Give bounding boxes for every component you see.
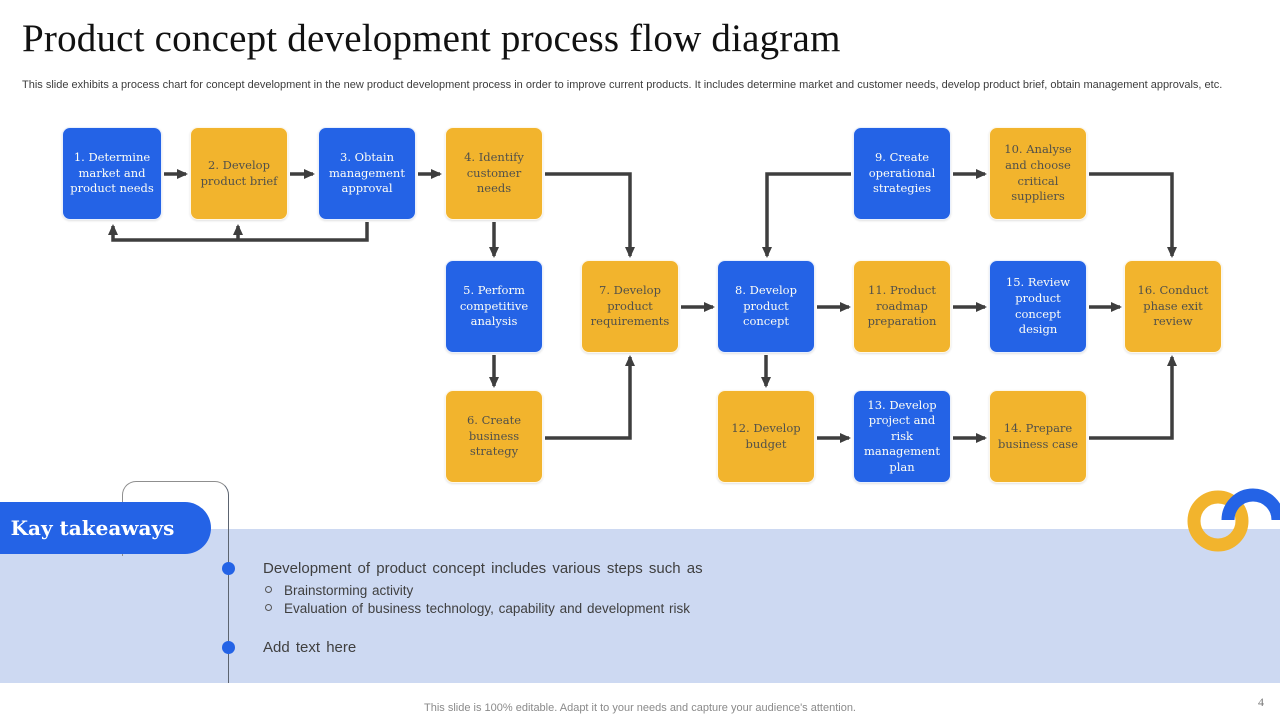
flow-step-1[interactable]: 1. Determine market and product needs bbox=[62, 127, 162, 220]
takeaway-item: Add text here bbox=[263, 639, 357, 656]
bullet-dot-icon bbox=[222, 641, 235, 654]
logo-blue-arc-icon bbox=[1221, 488, 1280, 521]
flow-step-5[interactable]: 5. Perform competitive analysis bbox=[445, 260, 543, 353]
flow-step-10[interactable]: 10. Analyse and choose critical supplier… bbox=[989, 127, 1087, 220]
bullet-dot-icon bbox=[222, 562, 235, 575]
flow-step-14[interactable]: 14. Prepare business case bbox=[989, 390, 1087, 483]
takeaway-subitem: Evaluation of business technology, capab… bbox=[284, 601, 690, 616]
takeaway-item: Development of product concept includes … bbox=[263, 560, 703, 577]
flow-step-3[interactable]: 3. Obtain management approval bbox=[318, 127, 416, 220]
flow-step-15[interactable]: 15. Review product concept design bbox=[989, 260, 1087, 353]
flow-step-16[interactable]: 16. Conduct phase exit review bbox=[1124, 260, 1222, 353]
flow-step-12[interactable]: 12. Develop budget bbox=[717, 390, 815, 483]
page-title: Product concept development process flow… bbox=[22, 17, 841, 60]
flow-step-6[interactable]: 6. Create business strategy bbox=[445, 390, 543, 483]
flow-step-11[interactable]: 11. Product roadmap preparation bbox=[853, 260, 951, 353]
flow-step-2[interactable]: 2. Develop product brief bbox=[190, 127, 288, 220]
takeaways-banner: Kay takeaways bbox=[0, 502, 211, 554]
flow-step-7[interactable]: 7. Develop product requirements bbox=[581, 260, 679, 353]
sub-bullet-icon bbox=[265, 586, 272, 593]
takeaways-frame-cover bbox=[114, 556, 126, 683]
flow-step-9[interactable]: 9. Create operational strategies bbox=[853, 127, 951, 220]
page-number: 4 bbox=[1258, 695, 1264, 709]
sub-bullet-icon bbox=[265, 604, 272, 611]
slide-description: This slide exhibits a process chart for … bbox=[22, 79, 1223, 91]
takeaway-subitem: Brainstorming activity bbox=[284, 583, 414, 598]
flow-step-8[interactable]: 8. Develop product concept bbox=[717, 260, 815, 353]
takeaways-panel bbox=[0, 529, 1280, 683]
flow-step-4[interactable]: 4. Identify customer needs bbox=[445, 127, 543, 220]
flow-step-13[interactable]: 13. Develop project and risk management … bbox=[853, 390, 951, 483]
footer-note: This slide is 100% editable. Adapt it to… bbox=[424, 702, 856, 714]
